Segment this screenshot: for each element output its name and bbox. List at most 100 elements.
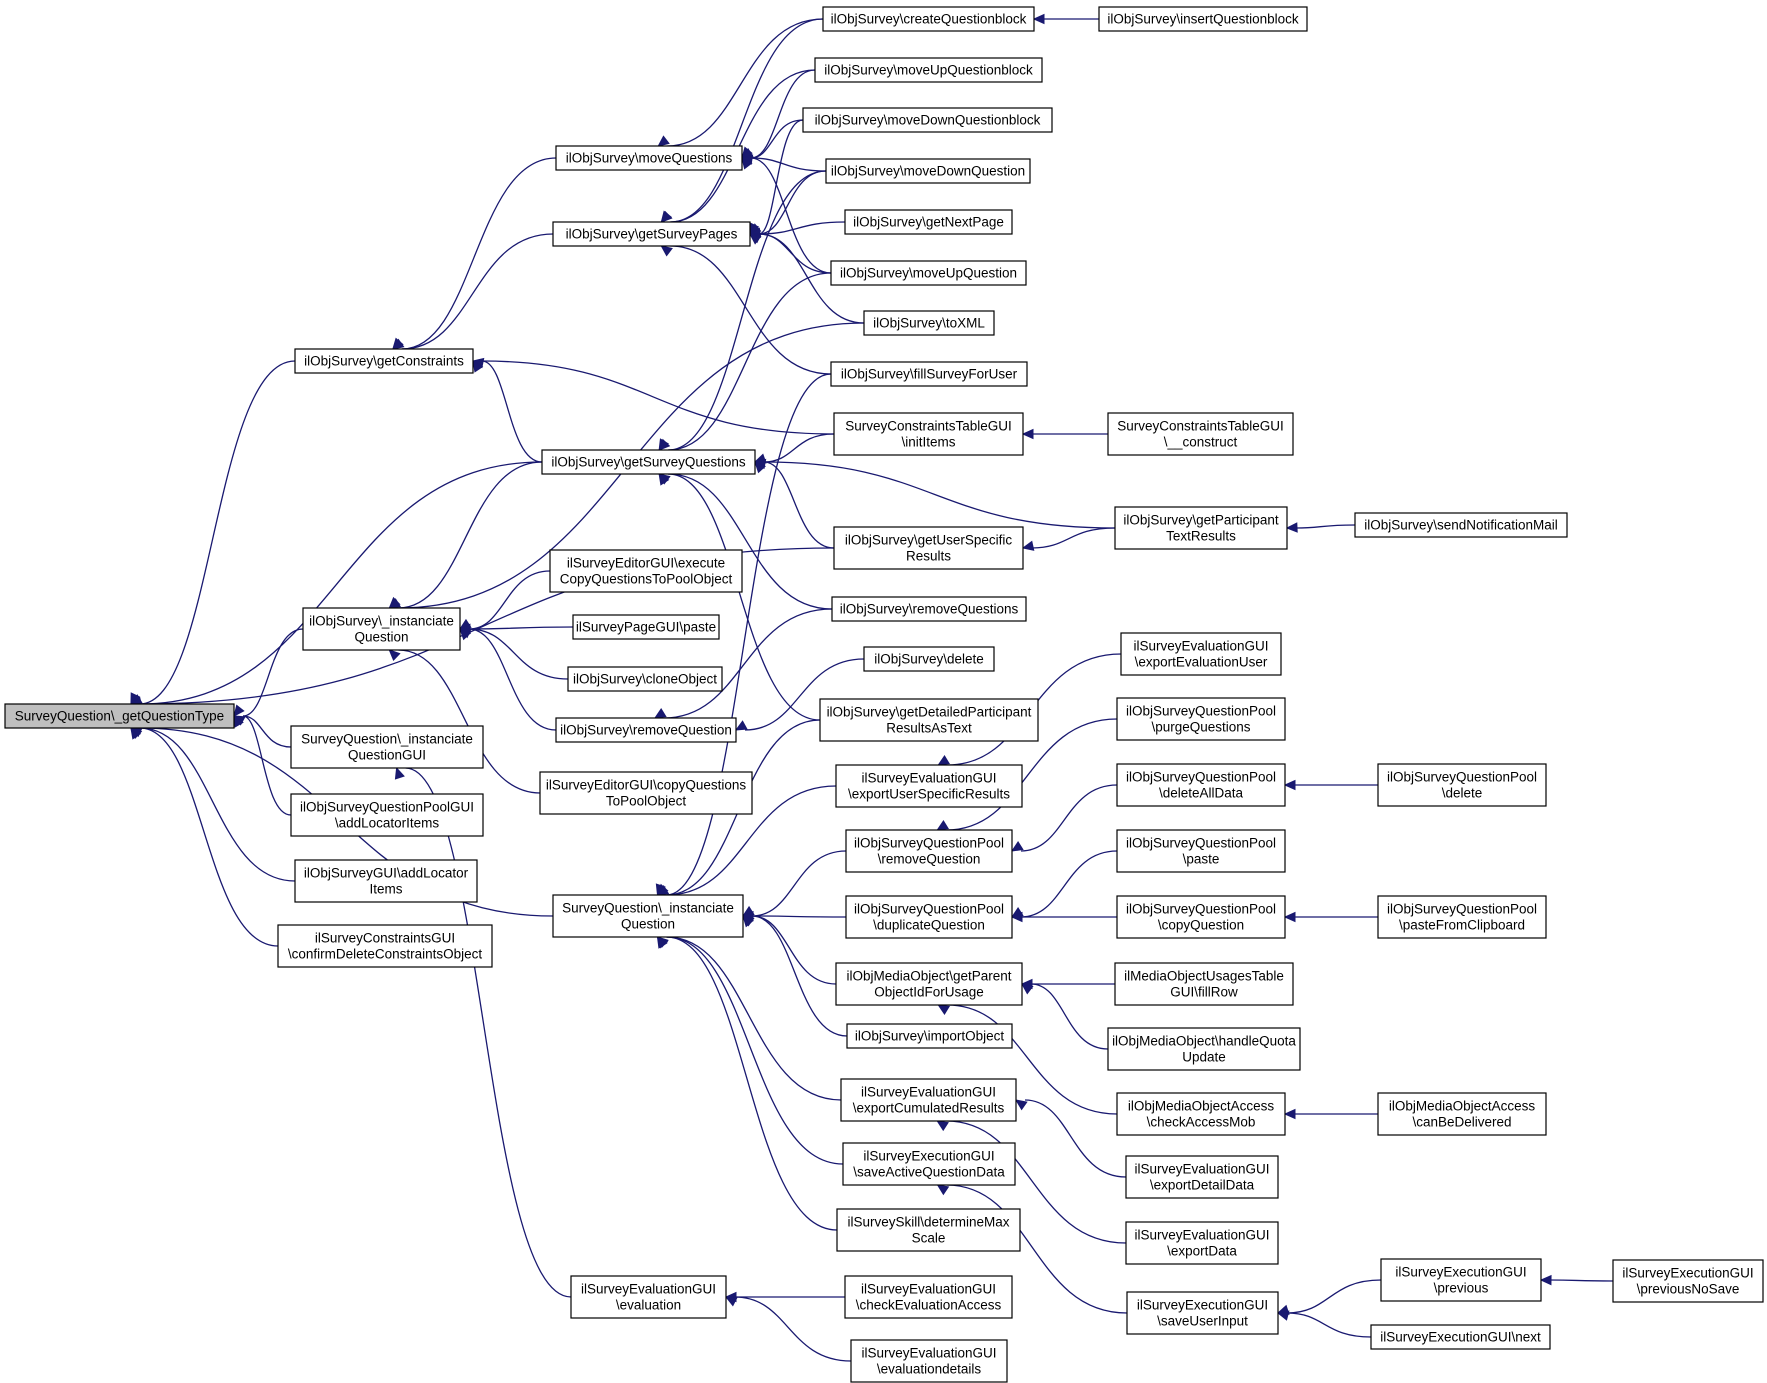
node-box [840,1078,1017,1122]
edge-arrowhead [394,766,405,780]
node-ilsurveyeditorgui-copyquestions-topoolobject[interactable]: ilSurveyEditorGUI\copyQuestionsToPoolObj… [539,771,753,815]
node-ilobjsurvey-fillsurveyforuser[interactable]: ilObjSurvey\fillSurveyForUser [830,361,1028,387]
node-box [1120,632,1282,676]
edge-line [468,570,551,630]
edge-n9-n33 [658,472,821,721]
node-ilobjsurvey-getdetailedparticipant-resultsastext[interactable]: ilObjSurvey\getDetailedParticipantResult… [819,698,1039,742]
node-ilobjsurveyquestionpool-delete[interactable]: ilObjSurveyQuestionPool\delete [1377,763,1547,807]
node-ilobjmediaobjectaccess-checkaccessmob[interactable]: ilObjMediaObjectAccess\checkAccessMob [1116,1092,1286,1136]
node-ilsurveypagegui-paste[interactable]: ilSurveyPageGUI\paste [572,614,720,640]
node-ilobjsurvey-moveupquestion[interactable]: ilObjSurvey\moveUpQuestion [830,260,1027,286]
node-ilobjmediaobjectaccess-canbedelivered[interactable]: ilObjMediaObjectAccess\canBeDelivered [1377,1092,1547,1136]
node-ilobjsurveyquestionpool-duplicatequestion[interactable]: ilObjSurveyQuestionPool\duplicateQuestio… [845,895,1013,939]
node-ilsurveyevaluationgui-checkevaluationaccess[interactable]: ilSurveyEvaluationGUI\checkEvaluationAcc… [844,1275,1013,1319]
node-ilobjsurvey-getsurveypages[interactable]: ilObjSurvey\getSurveyPages [552,221,751,247]
node-label: ResultsAsText [886,721,972,736]
node-ilobjsurvey-removequestion[interactable]: ilObjSurvey\removeQuestion [555,717,737,743]
node-ilobjsurvey-createquestionblock[interactable]: ilObjSurvey\createQuestionblock [822,6,1035,32]
node-box [831,596,1027,622]
node-ilobjsurvey-sendnotificationmail[interactable]: ilObjSurvey\sendNotificationMail [1354,512,1568,538]
node-ilobjsurvey-insertquestionblock[interactable]: ilObjSurvey\insertQuestionblock [1098,6,1308,32]
node-box [835,764,1023,808]
node-box [277,924,493,968]
node-label: ilSurveyEvaluationGUI [861,1085,996,1100]
node-ilsurveyexecutiongui-next[interactable]: ilSurveyExecutionGUI\next [1370,1324,1551,1350]
node-ilobjsurveyquestionpool-deletealldata[interactable]: ilObjSurveyQuestionPool\deleteAllData [1116,763,1286,807]
node-ilsurveyevaluationgui-evaluationdetails[interactable]: ilSurveyEvaluationGUI\evaluationdetails [850,1339,1008,1383]
node-label: ilSurveyExecutionGUI [863,1149,994,1164]
node-label: ilSurveyExecutionGUI [1137,1298,1268,1313]
edge-n8-n25 [660,245,832,375]
node-ilobjsurvey-getsurveyquestions[interactable]: ilObjSurvey\getSurveyQuestions [541,449,756,475]
node-ilobjsurveyquestionpool-paste[interactable]: ilObjSurveyQuestionPool\paste [1116,829,1286,873]
node-ilobjsurvey-cloneobject[interactable]: ilObjSurvey\cloneObject [567,666,723,692]
edge-n50-n53 [936,1120,1127,1244]
edge-arrowhead [1539,1274,1552,1286]
node-ilobjmediaobject-getparent-objectidforusage[interactable]: ilObjMediaObject\getParentObjectIdForUsa… [835,962,1023,1006]
edge-line [1020,784,1118,852]
node-ilobjsurveygui-addlocator-items[interactable]: ilObjSurveyGUI\addLocatorItems [294,859,478,903]
node-ilsurveyexecutiongui-previousnosave[interactable]: ilSurveyExecutionGUI\previousNoSave [1612,1259,1764,1303]
node-ilobjsurveyquestionpoolgui-addlocatoritems[interactable]: ilObjSurveyQuestionPoolGUI\addLocatorIte… [290,793,484,837]
edge-root-n1 [130,360,296,706]
node-label: ilObjSurvey\moveDownQuestionblock [815,113,1041,128]
node-box [846,1023,1013,1049]
node-surveyquestion-getquestiontype[interactable]: SurveyQuestion\_getQuestionType [4,703,235,729]
node-label: ilObjSurvey\importObject [855,1029,1005,1044]
node-ilsurveyevaluationgui-exportdetaildata[interactable]: ilSurveyEvaluationGUI\exportDetailData [1125,1155,1279,1199]
node-ilobjsurveyquestionpool-pastefromclipboard[interactable]: ilObjSurveyQuestionPool\pasteFromClipboa… [1377,895,1547,939]
node-ilsurveyeditorgui-execute-copyquestionstopoolobject[interactable]: ilSurveyEditorGUI\executeCopyQuestionsTo… [549,549,743,593]
node-surveyconstraintstablegui-inititems[interactable]: SurveyConstraintsTableGUI\initItems [833,412,1024,456]
node-ilsurveyexecutiongui-saveuserinput[interactable]: ilSurveyExecutionGUI\saveUserInput [1126,1291,1279,1335]
node-ilsurveyevaluationgui-exportdata[interactable]: ilSurveyEvaluationGUI\exportData [1125,1221,1279,1265]
node-surveyconstraintstablegui-construct[interactable]: SurveyConstraintsTableGUI\__construct [1107,412,1294,456]
node-ilobjsurveyquestionpool-copyquestion[interactable]: ilObjSurveyQuestionPool\copyQuestion [1116,895,1286,939]
node-box [552,221,751,247]
node-ilobjsurvey-moveupquestionblock[interactable]: ilObjSurvey\moveUpQuestionblock [814,57,1043,83]
edge-line [481,360,835,435]
edge-arrowhead [656,885,670,896]
edge-arrowhead [658,438,671,451]
node-ilobjsurvey-movedownquestion[interactable]: ilObjSurvey\moveDownQuestion [825,158,1031,184]
nodes-layer: SurveyQuestion\_getQuestionType ilObjSurv… [4,6,1764,1383]
node-ilobjsurvey-toxml[interactable]: ilObjSurvey\toXML [863,310,995,336]
edge-line [139,360,296,705]
node-label: ilObjMediaObjectAccess [1389,1099,1536,1114]
edge-root-n6 [130,726,279,947]
edge-line [242,628,304,717]
node-ilobjsurvey-movedownquestionblock[interactable]: ilObjSurvey\moveDownQuestionblock [802,107,1053,133]
node-ilobjsurveyquestionpool-purgequestions[interactable]: ilObjSurveyQuestionPool\purgeQuestions [1116,697,1286,741]
node-ilobjsurvey-movequestions[interactable]: ilObjSurvey\moveQuestions [555,145,743,171]
node-ilsurveyevaluationgui-exportevaluationuser[interactable]: ilSurveyEvaluationGUI\exportEvaluationUs… [1120,632,1282,676]
node-ilsurveyexecutiongui-previous[interactable]: ilSurveyExecutionGUI\previous [1380,1258,1542,1302]
node-ilobjsurvey-removequestions[interactable]: ilObjSurvey\removeQuestions [831,596,1027,622]
node-ilsurveyevaluationgui-evaluation[interactable]: ilSurveyEvaluationGUI\evaluation [570,1275,727,1319]
node-label: \exportCumulatedResults [853,1101,1005,1116]
node-ilobjsurvey-getconstraints[interactable]: ilObjSurvey\getConstraints [294,348,474,374]
node-label: ilObjSurveyQuestionPoolGUI [300,800,474,815]
node-ilobjsurvey-importobject[interactable]: ilObjSurvey\importObject [846,1023,1013,1049]
node-ilsurveyconstraintsgui-confirmdeleteconstraintsobject[interactable]: ilSurveyConstraintsGUI\confirmDeleteCons… [277,924,493,968]
node-box [830,260,1027,286]
node-ilobjsurvey-delete[interactable]: ilObjSurvey\delete [863,646,995,672]
node-ilobjsurveyquestionpool-removequestion[interactable]: ilObjSurveyQuestionPool\removeQuestion [845,829,1013,873]
node-label: ilObjSurvey\fillSurveyForUser [841,367,1018,382]
node-box [1116,697,1286,741]
edge-arrowhead [1283,911,1296,923]
node-ilsurveyevaluationgui-exportcumulatedresults[interactable]: ilSurveyEvaluationGUI\exportCumulatedRes… [840,1078,1017,1122]
node-label: SurveyConstraintsTableGUI [845,419,1012,434]
node-box [825,158,1031,184]
node-ilsurveyevaluationgui-exportuserspecificresults[interactable]: ilSurveyEvaluationGUI\exportUserSpecific… [835,764,1023,808]
node-ilobjsurvey-getnextpage[interactable]: ilObjSurvey\getNextPage [844,209,1013,235]
node-box [1380,1258,1542,1302]
node-ilsurveyexecutiongui-saveactivequestiondata[interactable]: ilSurveyExecutionGUI\saveActiveQuestionD… [842,1142,1016,1186]
node-label: ilSurveyEditorGUI\copyQuestions [546,778,747,793]
